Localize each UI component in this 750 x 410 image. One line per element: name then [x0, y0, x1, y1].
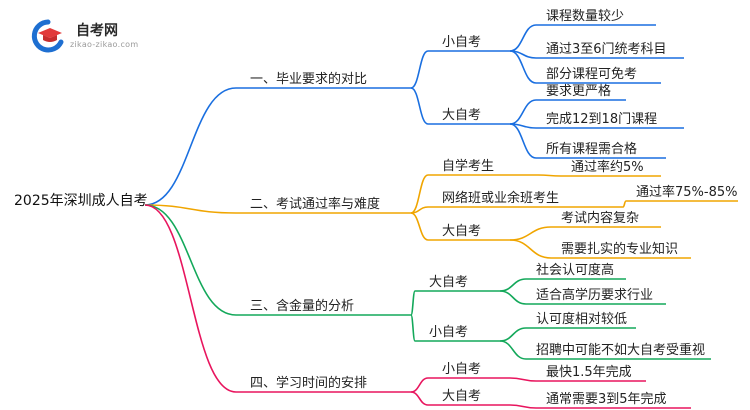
branch-label: 二、考试通过率与难度 — [250, 196, 380, 212]
leaf-label: 适合高学历要求行业 — [536, 287, 653, 303]
leaf-label: 部分课程可免考 — [546, 67, 637, 82]
sub-label: 自学考生 — [442, 158, 494, 174]
leaf-connector — [499, 340, 527, 360]
sub-connector — [410, 212, 429, 241]
sub-connector — [410, 290, 416, 316]
site-logo[interactable]: 自考网 zikao-zikao.com — [30, 16, 150, 56]
logo-title: 自考网 — [76, 23, 118, 39]
leaf-connector — [509, 24, 537, 52]
leaf-connector — [509, 377, 537, 382]
leaf-connector — [622, 200, 627, 208]
branch-connector — [144, 87, 237, 206]
sub-label: 大自考 — [442, 389, 481, 404]
sub-label: 小自考 — [442, 362, 481, 377]
leaf-connector — [509, 239, 552, 259]
leaf-label: 所有课程需合格 — [546, 141, 637, 157]
sub-connector — [410, 174, 429, 214]
sub-label: 小自考 — [429, 325, 468, 340]
branch-connector — [144, 204, 237, 214]
sub-label: 大自考 — [442, 108, 481, 123]
leaf-connector — [499, 278, 527, 292]
leaf-connector — [509, 226, 552, 241]
leaf-label: 考试内容复杂 — [561, 210, 639, 226]
leaf-connector — [509, 50, 537, 84]
sub-connector — [410, 50, 429, 89]
sub-connector — [410, 377, 429, 393]
leaf-label: 课程数量较少 — [546, 9, 624, 24]
sub-label: 小自考 — [442, 35, 481, 50]
graduation-cap-icon — [31, 19, 64, 53]
leaf-connector — [509, 99, 537, 125]
branch-connector — [144, 204, 237, 316]
leaf-connector — [499, 327, 527, 342]
branch-label: 三、含金量的分析 — [250, 298, 354, 314]
branch-label: 四、学习时间的安排 — [250, 375, 367, 391]
root-label: 2025年深圳成人自考 — [14, 193, 148, 209]
sub-connector — [410, 391, 429, 406]
sub-label: 网络班或业余班考生 — [442, 190, 559, 206]
leaf-label: 通过率约5% — [571, 159, 644, 175]
leaf-connector — [537, 174, 562, 177]
leaf-label: 最快1.5年完成 — [546, 365, 632, 380]
sub-label: 大自考 — [429, 275, 468, 290]
leaf-connector — [499, 290, 527, 305]
leaf-label: 通过率75%-85% — [636, 184, 737, 200]
branch-label: 一、毕业要求的对比 — [250, 71, 367, 87]
leaf-connector — [509, 123, 537, 159]
leaf-label: 通过3至6门统考科目 — [546, 42, 667, 57]
leaf-label: 完成12到18门课程 — [546, 112, 657, 127]
sub-connector — [410, 314, 416, 342]
leaf-connector — [509, 404, 537, 409]
leaf-label: 通常需要3到5年完成 — [546, 392, 667, 407]
leaf-label: 需要扎实的专业知识 — [561, 241, 678, 257]
leaf-label: 要求更严格 — [546, 83, 611, 99]
logo-domain: zikao-zikao.com — [70, 40, 139, 49]
leaf-label: 认可度相对较低 — [536, 311, 627, 327]
branch-connector — [144, 204, 237, 393]
sub-label: 大自考 — [442, 224, 481, 239]
sub-connector — [410, 87, 429, 125]
sub-connector — [410, 206, 429, 214]
leaf-label: 社会认可度高 — [536, 262, 614, 278]
leaf-label: 招聘中可能不如大自考受重视 — [536, 342, 705, 358]
